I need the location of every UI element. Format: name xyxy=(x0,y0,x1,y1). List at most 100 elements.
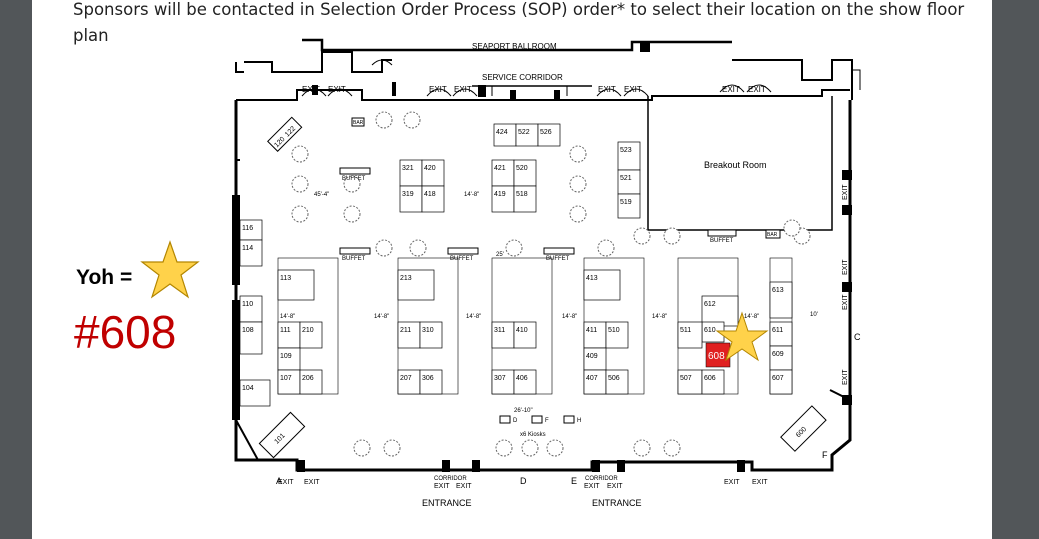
booth-cell xyxy=(299,369,323,395)
booth-label: 207 xyxy=(400,375,412,382)
booth-label: 421 xyxy=(494,165,506,172)
entrances: ENTRANCE ENTRANCE xyxy=(422,498,642,508)
booth-cell xyxy=(299,321,323,349)
kiosk-dim: 26'-10" xyxy=(514,408,533,414)
booth-label: 424 xyxy=(496,129,508,136)
booth-label: 114 xyxy=(242,245,253,252)
booth-label: 420 xyxy=(424,165,436,172)
booth-cell xyxy=(239,379,271,407)
booth-label: 210 xyxy=(302,327,314,334)
intro-text: Sponsors will be contacted in Selection … xyxy=(73,0,965,45)
booth-cell xyxy=(617,169,641,195)
booth-label: 418 xyxy=(424,191,436,198)
dimension-label: 14'-8" xyxy=(466,314,481,320)
round-table xyxy=(569,145,587,163)
booth-label: 606 xyxy=(704,375,716,382)
corridor-labels: CORRIDOR CORRIDOR xyxy=(434,476,618,482)
dimension-label: 14'-8" xyxy=(280,314,295,320)
dimension-label: 14'-8" xyxy=(374,314,389,320)
exit-label: EXIT xyxy=(842,294,849,310)
exit-label: EXIT xyxy=(607,483,623,490)
booth-label: 510 xyxy=(608,327,620,334)
aisle-letter: A xyxy=(276,476,282,486)
round-table xyxy=(521,439,539,457)
booth-label: 611 xyxy=(772,327,783,334)
exit-label: EXIT xyxy=(842,259,849,275)
booth-label: 511 xyxy=(680,327,691,334)
star-icon xyxy=(140,240,200,299)
exit-label: EXIT xyxy=(752,479,768,486)
exit-label: EXIT xyxy=(328,85,346,94)
exit-label: EXIT xyxy=(278,479,294,486)
exit-label: EXIT xyxy=(842,184,849,200)
booth-cell xyxy=(399,159,423,187)
breakout-room-label: Breakout Room xyxy=(704,160,767,170)
buffet-bars: BUFFET BUFFET BUFFET BUFFET BUFFET BAR B… xyxy=(339,117,781,262)
booth-cell xyxy=(277,321,301,349)
round-table xyxy=(383,439,401,457)
dimension-label: 14'-8" xyxy=(744,314,759,320)
booth-label: 319 xyxy=(402,191,414,198)
booth-label: 108 xyxy=(242,327,254,334)
exit-label: EXIT xyxy=(302,85,320,94)
buffet-label: BUFFET xyxy=(710,238,734,244)
buffet-label: BUFFET xyxy=(342,176,366,182)
booth-cell xyxy=(277,369,301,395)
highlight-booth-608 xyxy=(705,342,731,368)
booth-label: 107 xyxy=(280,375,292,382)
aisle-letter: D xyxy=(520,476,527,486)
aisle-letter: F xyxy=(822,450,828,460)
round-table xyxy=(343,175,361,193)
booth-cell xyxy=(513,321,537,349)
dimension-label: 25' xyxy=(496,252,504,258)
round-table xyxy=(569,205,587,223)
booth-label: 116 xyxy=(242,225,253,232)
booth-cell xyxy=(605,369,629,395)
dimension-label: 14'-8" xyxy=(652,314,667,320)
booth-cell xyxy=(513,159,537,187)
booth-cell xyxy=(701,295,739,327)
dimension-label: 10' xyxy=(810,312,818,318)
booth-label: 609 xyxy=(772,351,784,358)
seaport-ballroom-label: SEAPORT BALLROOM xyxy=(472,42,557,51)
exit-label: EXIT xyxy=(624,85,642,94)
booth-cell xyxy=(239,295,263,323)
booth-label: 113 xyxy=(280,275,291,282)
booth-label: 410 xyxy=(516,327,528,334)
booth-cell xyxy=(421,185,445,213)
exit-label: EXIT xyxy=(748,85,766,94)
booth-label: 522 xyxy=(518,129,530,136)
booth-cell xyxy=(769,369,793,395)
booth-cell xyxy=(491,185,515,213)
exit-label: EXIT xyxy=(434,483,450,490)
bar-label: BAR xyxy=(767,232,778,238)
exit-label: EXIT xyxy=(722,85,740,94)
booth-label: 213 xyxy=(400,275,412,282)
yoh-label: Yoh = xyxy=(76,266,133,289)
aisle-letters: A D E F C xyxy=(276,332,861,486)
booth-label: 307 xyxy=(494,375,506,382)
exit-label: EXIT xyxy=(456,483,472,490)
highlight-booth-label: 608 xyxy=(708,351,725,362)
round-table xyxy=(409,239,427,257)
exit-label: EXIT xyxy=(429,85,447,94)
booth-cell xyxy=(491,321,515,349)
booth-cell xyxy=(617,193,641,219)
exit-label: EXIT xyxy=(842,369,849,385)
corridor-label: CORRIDOR xyxy=(434,476,467,482)
booth-label: 104 xyxy=(242,385,254,392)
booth-cell xyxy=(769,345,793,371)
booth-label: 110 xyxy=(242,301,253,308)
booth-cell xyxy=(239,239,263,267)
booth-cell xyxy=(583,321,607,349)
round-table xyxy=(569,175,587,193)
booth-label: 306 xyxy=(422,375,434,382)
booth-cell xyxy=(583,369,607,395)
booth-cell xyxy=(537,123,561,147)
round-table xyxy=(403,111,421,129)
door-markers xyxy=(297,42,852,472)
exit-label: EXIT xyxy=(724,479,740,486)
booth-label: 520 xyxy=(516,165,528,172)
dimension-label: 14'-8" xyxy=(562,314,577,320)
